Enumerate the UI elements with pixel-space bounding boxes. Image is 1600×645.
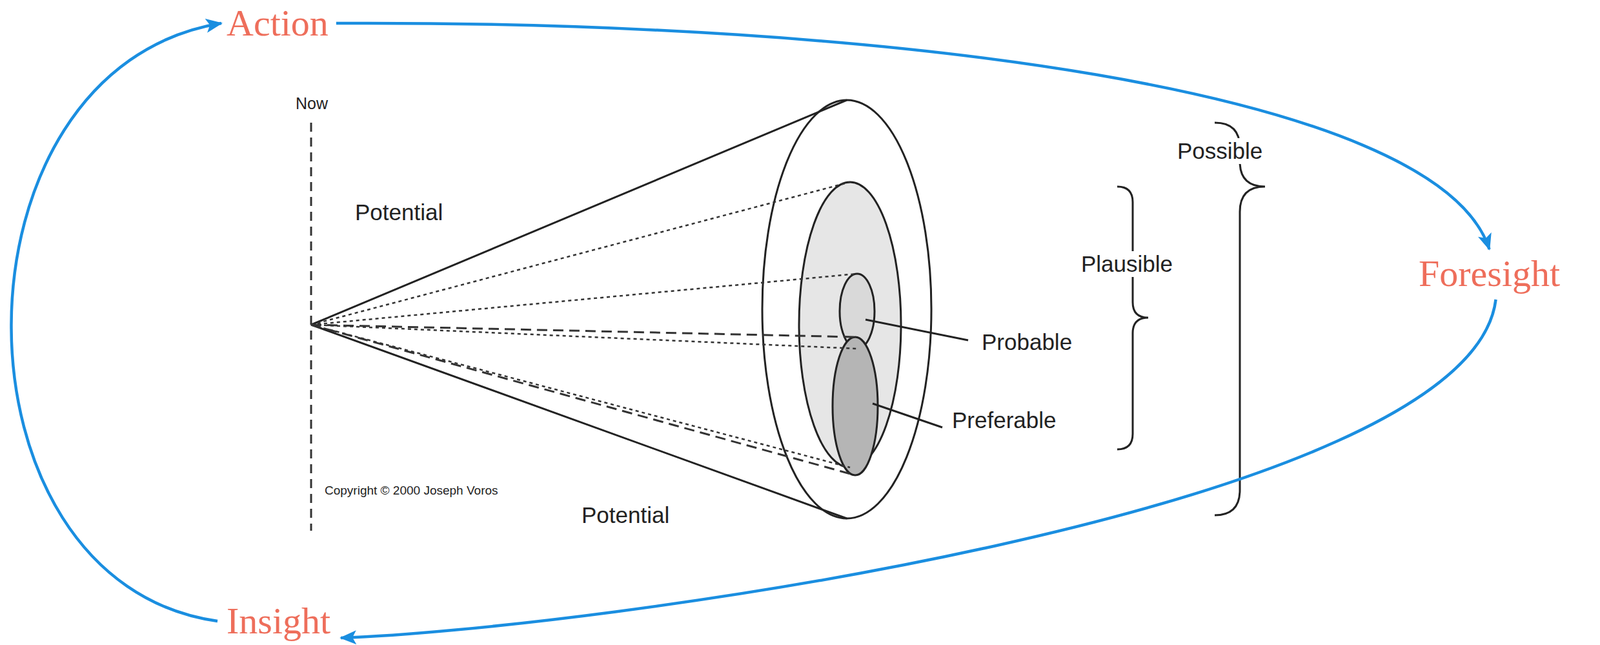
possible-label: Possible [1175,138,1264,164]
region-label: Potential [581,502,670,528]
probable-ray [311,273,858,325]
stage-node: Insight [226,600,331,642]
preferable-ellipse [832,336,878,476]
stage-name: Action [226,2,329,44]
plausible-brace [1117,186,1149,450]
preferable-label: Preferable [951,407,1056,434]
cycle-arrow [10,23,222,621]
plausible-label: Plausible [1079,251,1175,277]
stage-node: Foresight [1418,253,1560,295]
stage-name: Foresight [1418,253,1560,295]
now-line [310,122,313,531]
probable-label: Probable [981,329,1073,355]
now-label: Now [295,94,328,113]
probable-ray [311,324,858,349]
possible-brace [1214,122,1266,516]
cone-edge [311,324,847,519]
plausible-ray [311,182,851,325]
leader-line [865,319,969,341]
copyright-note: Copyright © 2000 Joseph Voros [324,483,499,498]
preferable-ray [311,324,856,337]
stage-name: Insight [226,600,331,642]
stage-node: Action [226,2,329,44]
cone-edge [311,100,847,325]
region-label: Potential [354,199,443,226]
cycle-arrow [336,23,1490,250]
cycle-arrow [340,299,1496,638]
preferable-ray [311,324,856,476]
leader-line [872,403,943,428]
